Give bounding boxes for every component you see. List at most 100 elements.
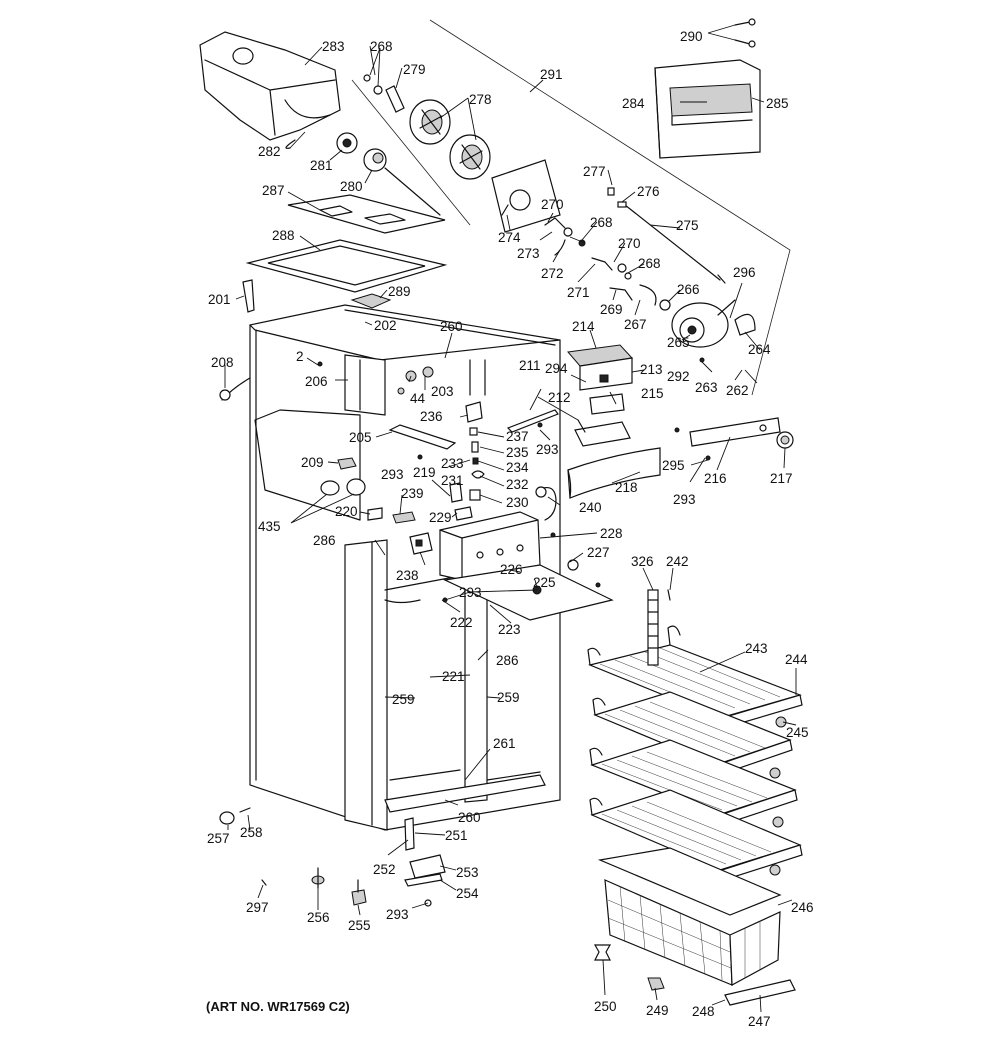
label-292: 292	[667, 369, 690, 384]
label-247: 247	[748, 1014, 771, 1029]
label-293-a: 293	[536, 442, 559, 457]
label-226: 226	[500, 562, 523, 577]
label-275: 275	[676, 218, 699, 233]
label-219: 219	[413, 465, 436, 480]
ice-bucket-part	[199, 31, 341, 149]
label-268-top: 268	[370, 39, 393, 54]
label-293-b: 293	[381, 467, 404, 482]
label-272: 272	[541, 266, 564, 281]
label-257: 257	[207, 831, 230, 846]
motor-assembly	[659, 299, 756, 348]
wire-shelves	[587, 625, 803, 881]
label-205: 205	[349, 430, 372, 445]
label-268-b: 268	[590, 215, 613, 230]
label-209: 209	[301, 455, 324, 470]
label-274: 274	[498, 230, 521, 245]
label-258: 258	[240, 825, 263, 840]
art-number: (ART NO. WR17569 C2)	[206, 999, 350, 1014]
label-252: 252	[373, 862, 396, 877]
label-242: 242	[666, 554, 689, 569]
label-291: 291	[540, 67, 563, 82]
basket-hardware	[593, 944, 796, 1006]
upper-control-parts	[506, 344, 634, 447]
label-280: 280	[340, 179, 363, 194]
label-296: 296	[733, 265, 756, 280]
label-285: 285	[766, 96, 789, 111]
rod-275	[607, 187, 726, 284]
label-254: 254	[456, 886, 479, 901]
label-273: 273	[517, 246, 540, 261]
assembly-boundary-291	[351, 19, 791, 396]
label-230: 230	[506, 495, 529, 510]
label-227: 227	[587, 545, 610, 560]
label-269: 269	[600, 302, 623, 317]
label-284: 284	[622, 96, 645, 111]
callout-lines	[224, 24, 797, 1013]
label-234: 234	[506, 460, 529, 475]
label-287: 287	[262, 183, 285, 198]
label-233: 233	[441, 456, 464, 471]
label-286-a: 286	[313, 533, 336, 548]
label-239: 239	[401, 486, 424, 501]
label-286-b: 286	[496, 653, 519, 668]
fastener-201	[242, 279, 255, 313]
label-236: 236	[420, 409, 443, 424]
label-229: 229	[429, 510, 452, 525]
label-266: 266	[677, 282, 700, 297]
label-231: 231	[441, 473, 464, 488]
label-203: 203	[431, 384, 454, 399]
auger-parts	[336, 132, 441, 216]
linkage-parts	[544, 217, 657, 306]
label-218: 218	[615, 480, 638, 495]
label-249: 249	[646, 1003, 669, 1018]
gasket-288	[245, 239, 448, 293]
label-216: 216	[704, 471, 727, 486]
label-260-top: 260	[440, 319, 463, 334]
label-245: 245	[786, 725, 809, 740]
label-235: 235	[506, 445, 529, 460]
label-202: 202	[374, 318, 397, 333]
wire-basket-246	[597, 847, 782, 986]
label-222: 222	[450, 615, 473, 630]
label-223: 223	[498, 622, 521, 637]
label-238: 238	[396, 568, 419, 583]
label-268-c: 268	[638, 256, 661, 271]
label-267: 267	[624, 317, 647, 332]
label-208: 208	[211, 355, 234, 370]
label-261: 261	[493, 736, 516, 751]
bracket-216	[689, 417, 781, 447]
leveling-hardware	[219, 807, 446, 907]
label-244: 244	[785, 652, 808, 667]
light-shield-218	[567, 447, 661, 499]
label-259-a: 259	[392, 692, 415, 707]
label-290: 290	[680, 29, 703, 44]
misc-fasteners	[317, 357, 711, 603]
label-220: 220	[335, 504, 358, 519]
label-240: 240	[579, 500, 602, 515]
label-211: 211	[519, 358, 541, 373]
label-251: 251	[445, 828, 468, 843]
label-435: 435	[258, 519, 281, 534]
part-labels: 283 268 279 291 278 290 284 285 282 281 …	[206, 29, 814, 1029]
label-295: 295	[662, 458, 685, 473]
label-270-a: 270	[541, 197, 564, 212]
fan-impeller-parts	[409, 99, 491, 180]
label-213: 213	[640, 362, 663, 377]
label-256: 256	[307, 910, 330, 925]
label-262: 262	[726, 383, 749, 398]
label-297: 297	[246, 900, 269, 915]
label-288: 288	[272, 228, 295, 243]
control-parts-cluster	[320, 366, 557, 555]
label-281: 281	[310, 158, 333, 173]
label-276: 276	[637, 184, 660, 199]
label-214: 214	[572, 319, 595, 334]
label-282: 282	[258, 144, 281, 159]
label-278: 278	[469, 92, 492, 107]
label-265: 265	[667, 335, 690, 350]
label-264: 264	[748, 342, 771, 357]
label-326: 326	[631, 554, 654, 569]
label-215: 215	[641, 386, 664, 401]
label-289: 289	[388, 284, 411, 299]
housing-284	[654, 59, 761, 159]
